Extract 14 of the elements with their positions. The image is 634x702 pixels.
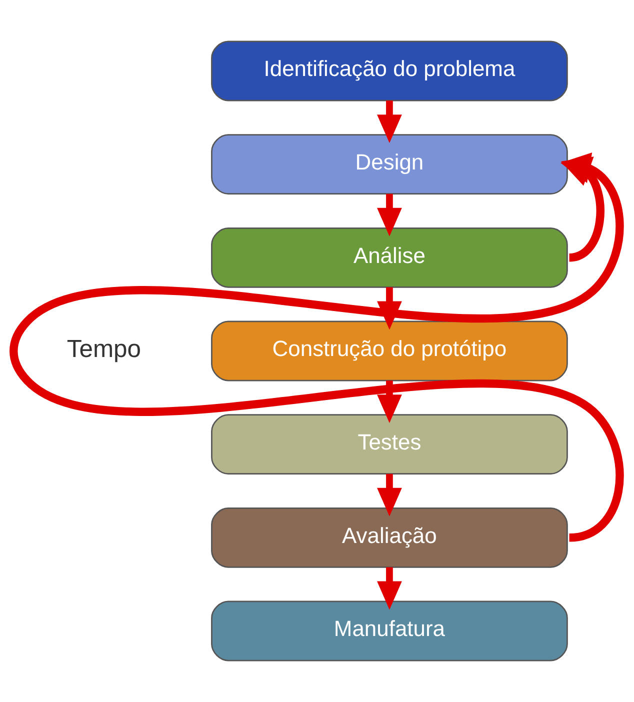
node-box: Design: [211, 134, 568, 195]
arrow: [377, 380, 402, 424]
node-box: Construção do protótipo: [211, 320, 568, 382]
arrow: [10, 152, 624, 542]
node-box: Análise: [211, 227, 568, 288]
arrow: [377, 100, 402, 144]
node-box: Testes: [211, 414, 568, 475]
node-box: Identificação do problema: [211, 40, 568, 102]
node-box: Manufatura: [211, 600, 568, 662]
label: Tempo: [66, 336, 142, 364]
arrow: [377, 194, 402, 236]
arrow: [377, 474, 402, 516]
node-box: Avaliação: [211, 507, 568, 568]
arrow: [377, 567, 402, 610]
